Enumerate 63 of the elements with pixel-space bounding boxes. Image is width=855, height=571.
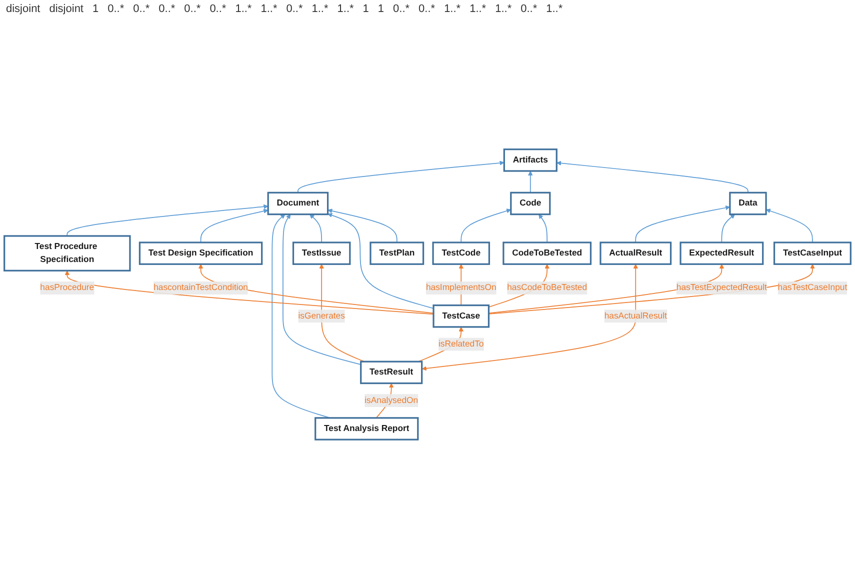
annotation-text: 1..* (260, 3, 278, 15)
edge-label: isRelatedTo (438, 339, 484, 349)
arrow (635, 205, 730, 243)
node-box: TestIssue (292, 242, 351, 265)
annotation-text: 1..* (470, 3, 486, 15)
edge-label: hasCodeToBeTested (507, 283, 588, 292)
annotation-text: 1 (92, 3, 99, 15)
node-box: Document (267, 192, 329, 216)
edge-label: hasTestCaseInput (778, 283, 848, 292)
arrow (766, 208, 813, 243)
annotation-text: 1..* (546, 3, 563, 15)
annotation-text: 0..* (158, 3, 176, 15)
node-box: TestPlan (370, 242, 424, 265)
arrow (556, 160, 748, 194)
edge-label: hasProcedure (40, 283, 94, 292)
node-box: TestResult (360, 360, 423, 384)
node-box: TestCase (432, 304, 490, 328)
node-box: Data (729, 192, 767, 216)
node-box: TestCaseInput (773, 242, 852, 265)
edge-label: isGenerates (298, 311, 345, 320)
annotation-text: disjoint (49, 3, 84, 15)
edge-label: hascontainTestCondition (154, 283, 248, 292)
node-box: Test Analysis Report (314, 417, 419, 440)
annotation-text: 1 (378, 3, 384, 15)
annotation-text: 0..* (520, 3, 538, 15)
annotation-text: 1 (362, 3, 369, 15)
node-box: Artifacts (503, 148, 558, 172)
arrow (328, 213, 434, 309)
node-box: ActualResult (600, 242, 672, 265)
arrow (298, 160, 504, 194)
annotation-text: 0..* (108, 3, 124, 15)
edge-label: hasTestExpectedResult (676, 283, 767, 292)
annotation-text: 0..* (184, 3, 201, 15)
annotation-text: 1..* (312, 3, 328, 15)
arrow (310, 214, 322, 243)
node-box: Code (510, 192, 551, 216)
annotation-text: 0..* (133, 3, 150, 15)
arrow (200, 208, 268, 243)
edge-label: hasActualResult (604, 311, 667, 320)
node-box: Test Procedure Specification (4, 235, 131, 272)
arrow (460, 208, 512, 243)
arrow (721, 214, 736, 243)
node-box: TestCode (432, 242, 490, 265)
node-box: CodeToBeTested (502, 242, 592, 265)
node-box: ExpectedResult (680, 242, 764, 265)
arrow (64, 270, 434, 315)
arrow (528, 170, 533, 194)
annotation-text: 0..* (393, 3, 410, 15)
arrow (282, 214, 362, 365)
node-box: Test Design Specification (138, 242, 263, 265)
annotation-text: 1..* (495, 3, 512, 15)
edge-label: hasImplementsOn (426, 283, 496, 292)
edge-label: isAnalysedOn (364, 396, 418, 405)
annotation-text: 1..* (235, 3, 252, 15)
annotation-text: 1..* (444, 3, 461, 15)
arrow (538, 214, 548, 243)
annotation-text: disjoint (6, 3, 40, 15)
annotation-text: 0..* (210, 3, 226, 15)
arrow (66, 204, 268, 236)
annotation-text: 1..* (337, 3, 354, 15)
annotation-text: 0..* (418, 3, 436, 15)
annotation-text: 0..* (286, 3, 303, 15)
arrow (328, 208, 398, 243)
